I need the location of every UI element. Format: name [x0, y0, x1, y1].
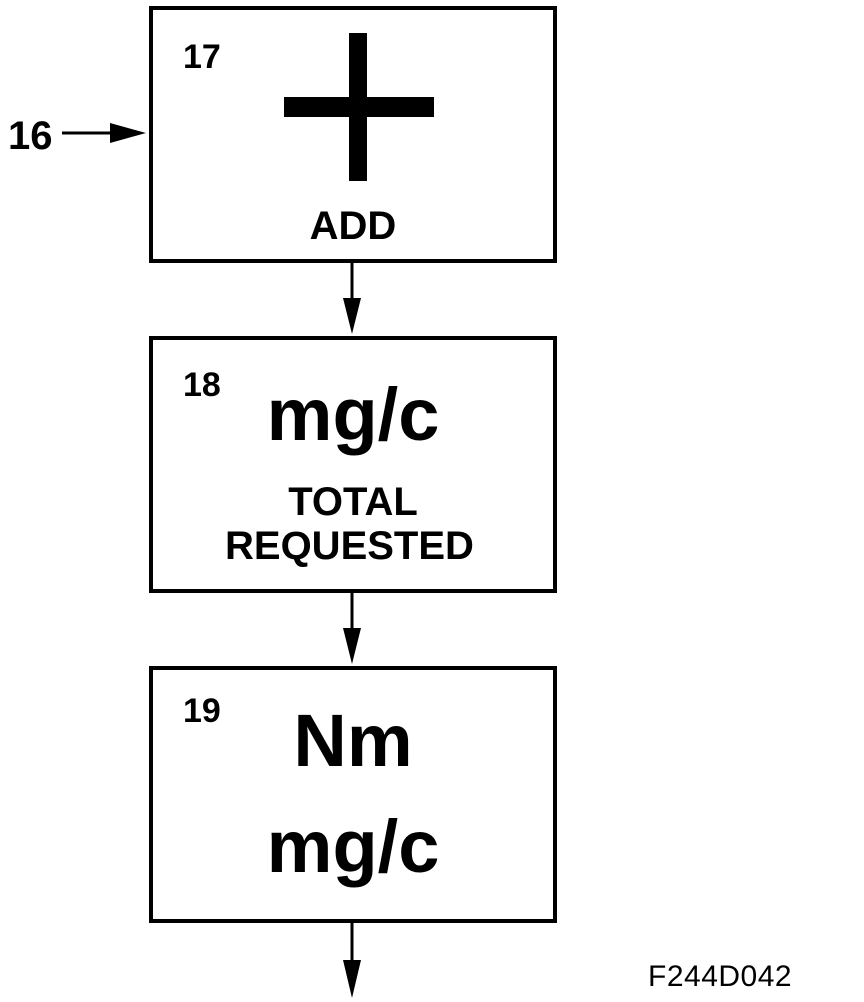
step-number: 18	[183, 366, 221, 404]
figure-code: F244D042	[648, 960, 793, 993]
total-requested-box: 18 mg/c TOTAL REQUESTED	[149, 336, 557, 593]
arrow-17-to-18	[343, 263, 361, 334]
add-step-box: 17 ADD	[149, 6, 557, 263]
input-reference-label: 16	[8, 114, 53, 158]
step-number: 19	[183, 692, 221, 730]
conversion-box: 19 Nm mg/c	[149, 666, 557, 923]
arrow-18-to-19	[343, 593, 361, 664]
add-label: ADD	[309, 204, 397, 248]
requested-label: REQUESTED	[225, 524, 474, 568]
unit-label: mg/c	[266, 373, 440, 456]
numerator-unit-label: Nm	[293, 699, 413, 782]
denominator-unit-label: mg/c	[266, 805, 440, 888]
output-arrow	[343, 923, 361, 998]
input-arrow	[62, 123, 146, 143]
step-number: 17	[183, 38, 221, 76]
total-label: TOTAL	[288, 480, 418, 524]
